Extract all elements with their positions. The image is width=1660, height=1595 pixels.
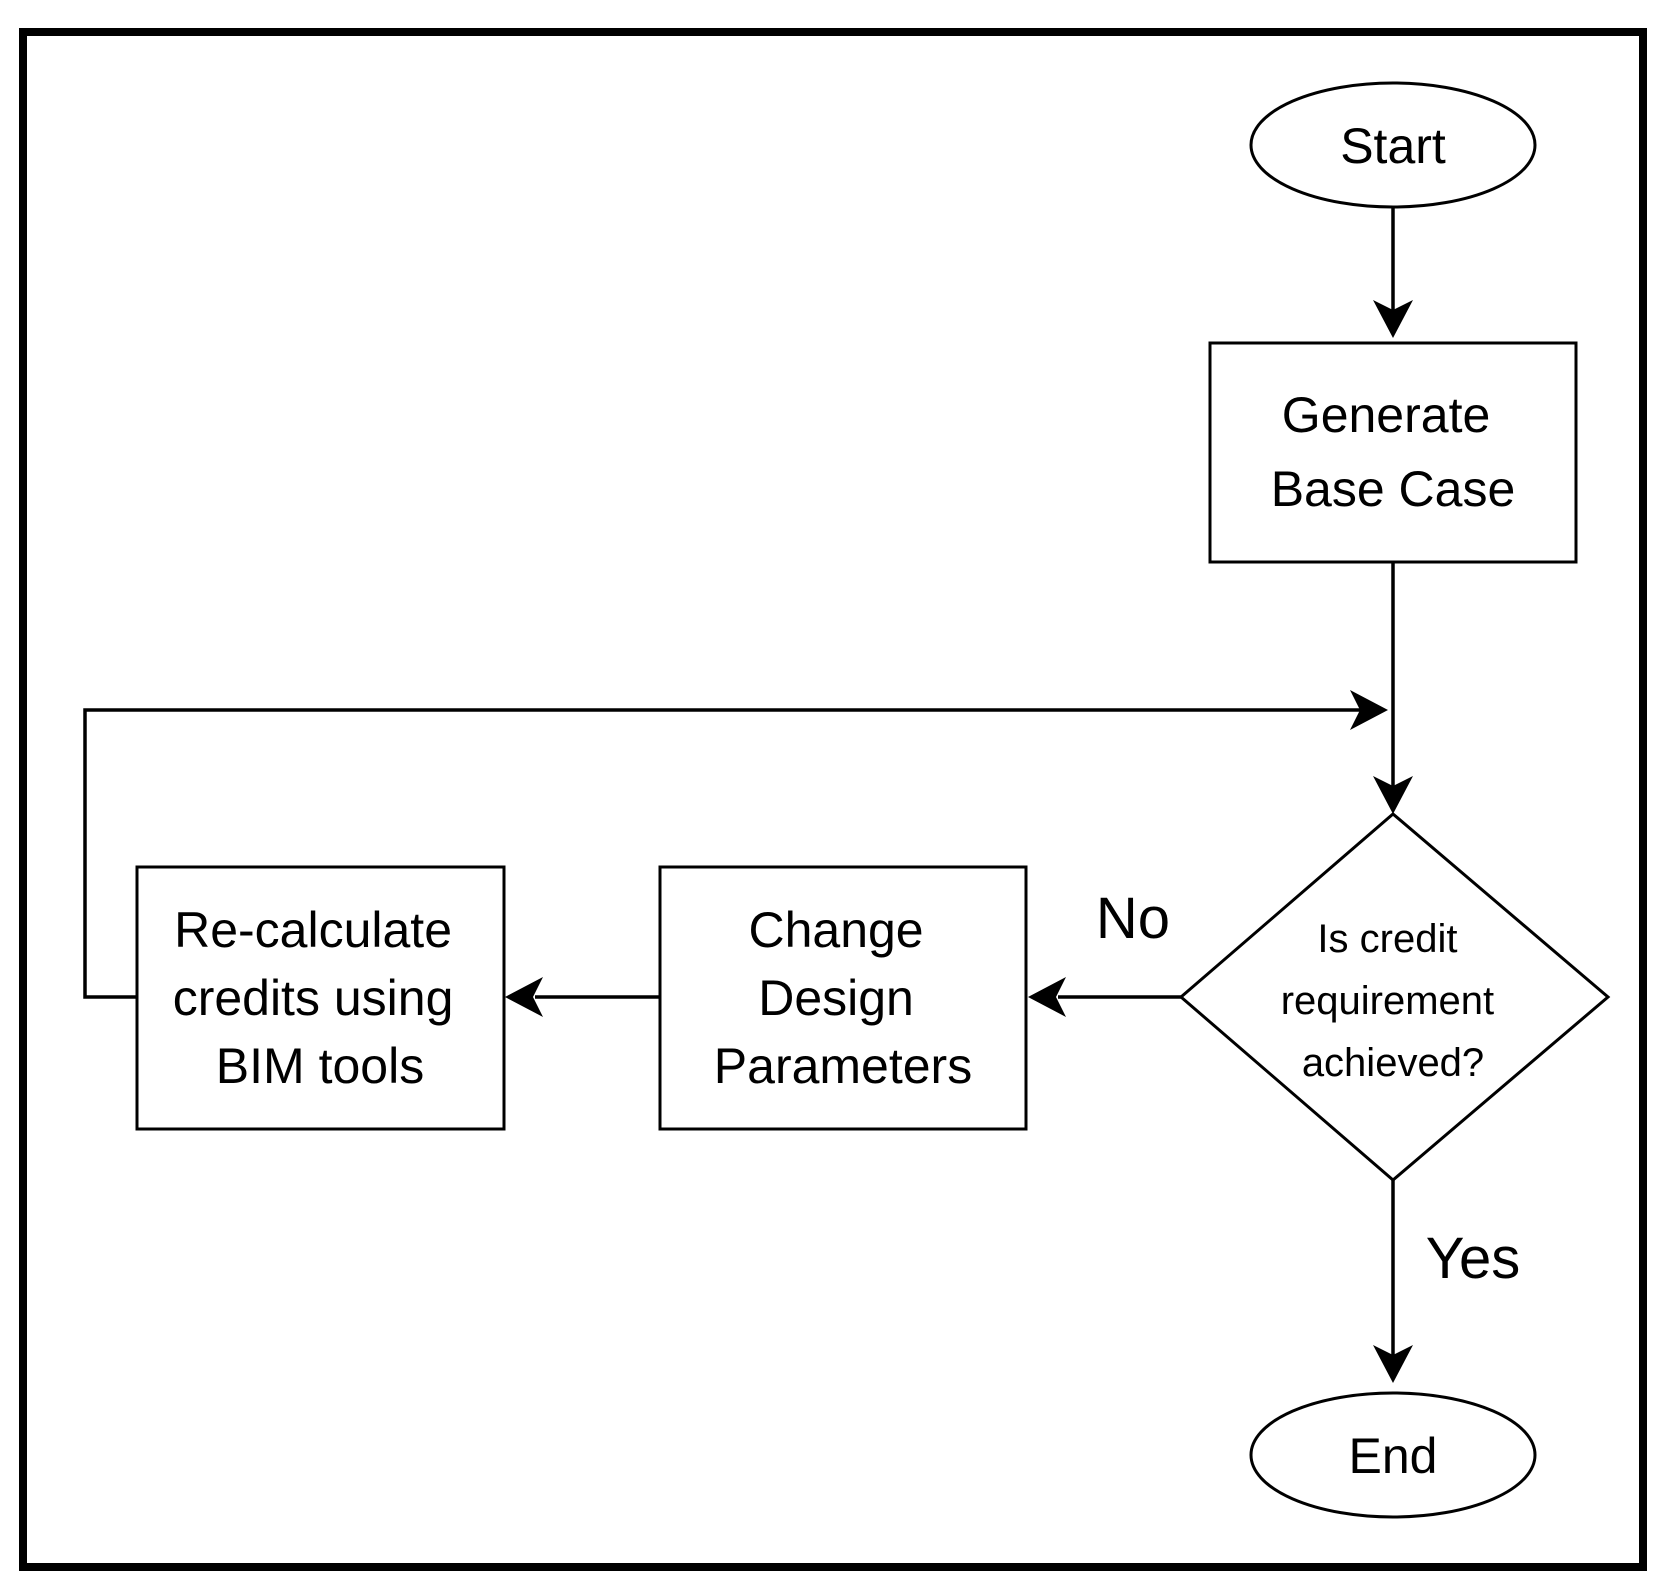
arrowhead-end [1373,1345,1413,1383]
arrowhead-decision [1373,776,1413,814]
node-decision-label: Is credit requirement achieved? [1281,917,1506,1085]
decision-shape [1178,812,1611,1182]
label-line: Change [748,902,923,958]
label-line: Parameters [714,1038,972,1094]
terminator-shape [1249,81,1537,209]
label-line: credits using [173,970,454,1026]
node-generate-base-case-label: Generate Base Case [1271,387,1516,517]
node-recalculate-label: Re-calculate credits using BIM tools [173,902,468,1094]
label-line: requirement [1281,979,1494,1023]
node-change-design: Change Design Parameters [658,865,1028,1131]
label-line: Base Case [1271,461,1516,517]
node-start-label: Start [1340,118,1446,174]
edge-label-yes: Yes [1426,1226,1521,1291]
label-line: Re-calculate [174,902,452,958]
process-shape [658,865,1028,1131]
node-end: End [1249,1391,1537,1519]
edge-label-no: No [1096,886,1170,951]
label-line: BIM tools [216,1038,424,1094]
node-change-design-label: Change Design Parameters [714,902,972,1094]
node-decision: Is credit requirement achieved? [1178,812,1611,1182]
label-line: Is credit [1317,917,1457,961]
arrowhead-base-case [1373,300,1413,338]
arrowhead-change-design [1028,977,1066,1017]
label-line: Design [758,970,914,1026]
process-shape [135,865,506,1131]
node-recalculate: Re-calculate credits using BIM tools [135,865,506,1131]
terminator-shape [1249,1391,1537,1519]
node-end-label: End [1349,1428,1438,1484]
edges [83,206,1413,1383]
arrowhead-recalculate [505,977,543,1017]
label-line: achieved? [1302,1041,1484,1085]
node-start: Start [1249,81,1537,209]
process-shape [1208,341,1578,564]
edge-recalculate-loop-back [83,708,1360,999]
label-line: Generate [1282,387,1490,443]
node-generate-base-case: Generate Base Case [1208,341,1578,564]
arrowhead-loop-back [1350,690,1388,730]
diagram-frame [19,28,1647,1571]
